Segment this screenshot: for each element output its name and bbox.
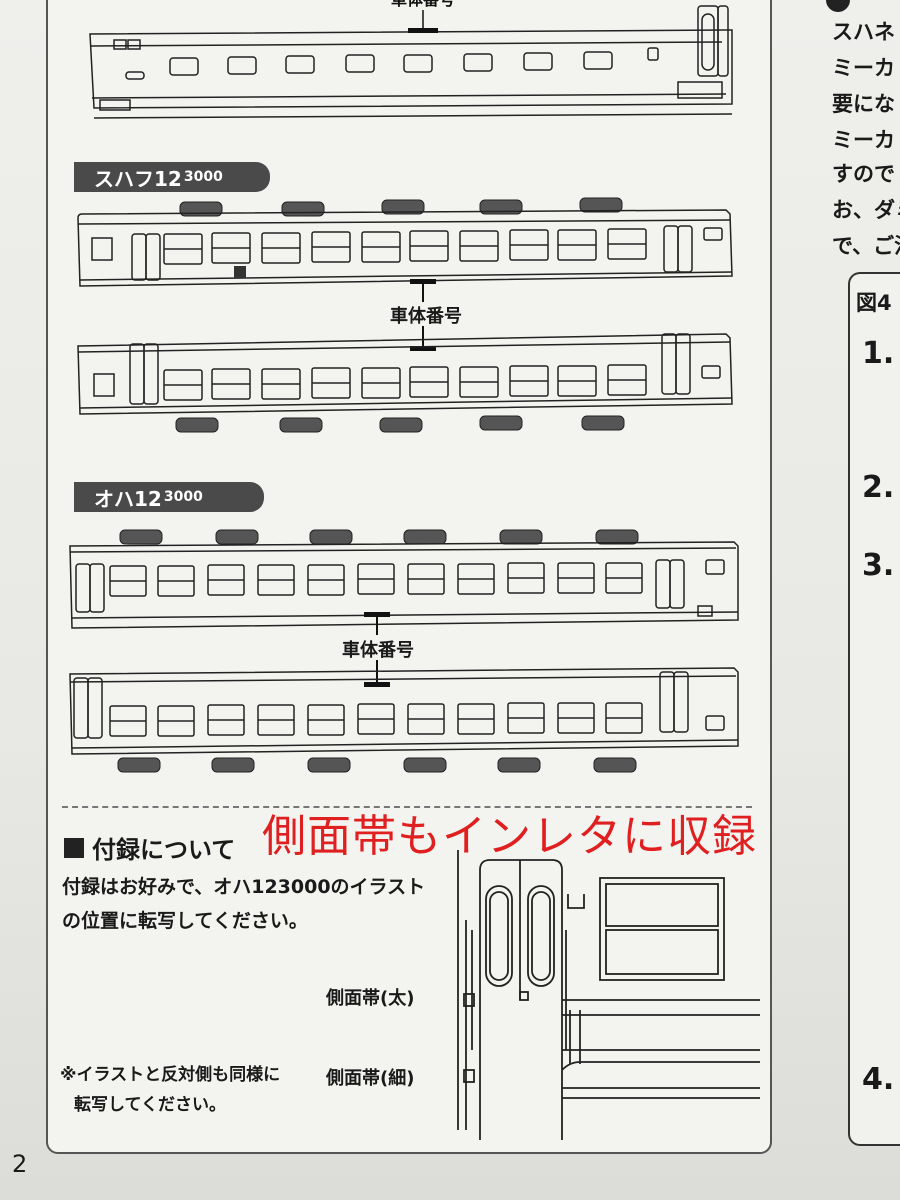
right-column-line: 要にな — [832, 92, 895, 116]
step-number: 1. — [862, 336, 895, 371]
square-bullet-icon — [64, 837, 84, 858]
step-number: 3. — [862, 548, 895, 583]
figure-4-panel — [848, 272, 900, 1146]
car-number-marker — [410, 279, 436, 284]
window-row — [163, 228, 647, 265]
figure-label: 図4 — [856, 291, 892, 315]
step-number: 4. — [862, 1062, 895, 1097]
suhafu-car-side-a — [77, 197, 733, 287]
furoku-body-line: 付録はお好みで、オハ123000のイラスト — [62, 876, 426, 898]
section-subtitle: 3000 — [183, 169, 223, 185]
car-number-marker — [410, 346, 436, 351]
overlay-red-caption: 側面帯もインレタに収録 — [262, 811, 757, 862]
car-number-label: 車体番号 — [338, 636, 418, 662]
callout-thin-stripe: 側面帯(細) — [326, 1068, 415, 1089]
note-line: ※イラストと反対側も同様に — [60, 1065, 281, 1085]
oha-car-side-a — [69, 529, 739, 629]
step-number: 2. — [862, 470, 895, 505]
section-title: スハフ12 — [94, 166, 182, 191]
right-column-line: ミーカ — [832, 128, 895, 152]
right-column-line: すので — [832, 162, 895, 186]
section-divider — [62, 806, 752, 808]
furoku-note: ※イラストと反対側も同様に 転写してください。 — [60, 1060, 320, 1120]
furoku-body: 付録はお好みで、オハ123000のイラスト の位置に転写してください。 — [62, 870, 462, 938]
note-line: 転写してください。 — [74, 1095, 226, 1115]
top-car-illustration: 車体番号 — [89, 0, 733, 119]
car-number-leader — [422, 284, 424, 302]
page-number: 2 — [12, 1150, 28, 1178]
section-subtitle: 3000 — [163, 489, 203, 505]
furoku-heading-text: 付録について — [92, 836, 236, 864]
right-column-line: スハネ — [832, 20, 895, 44]
car-number-leader — [376, 617, 378, 635]
car-number-leader — [422, 326, 424, 346]
car-number-label: 車体番号 — [386, 302, 466, 328]
right-column-line: ミーカ — [832, 56, 895, 80]
car-number-marker — [364, 612, 390, 617]
furoku-body-line: の位置に転写してください。 — [62, 910, 308, 932]
oha-car-side-b — [69, 667, 739, 773]
section-title: オハ12 — [94, 486, 162, 511]
callout-thick-stripe: 側面帯(太) — [326, 988, 415, 1009]
top-car-number-label: 車体番号 — [391, 0, 455, 9]
right-column-line: で、ご注 — [832, 234, 900, 258]
right-column-line: お、ダミ — [832, 198, 900, 222]
main-panel — [46, 0, 772, 1154]
suhafu-car-side-b — [77, 333, 733, 433]
furoku-heading: 付録について — [64, 830, 235, 865]
car-number-marker — [364, 682, 390, 687]
door-detail-illustration — [457, 850, 760, 1140]
circle-bullet-icon — [826, 0, 850, 12]
